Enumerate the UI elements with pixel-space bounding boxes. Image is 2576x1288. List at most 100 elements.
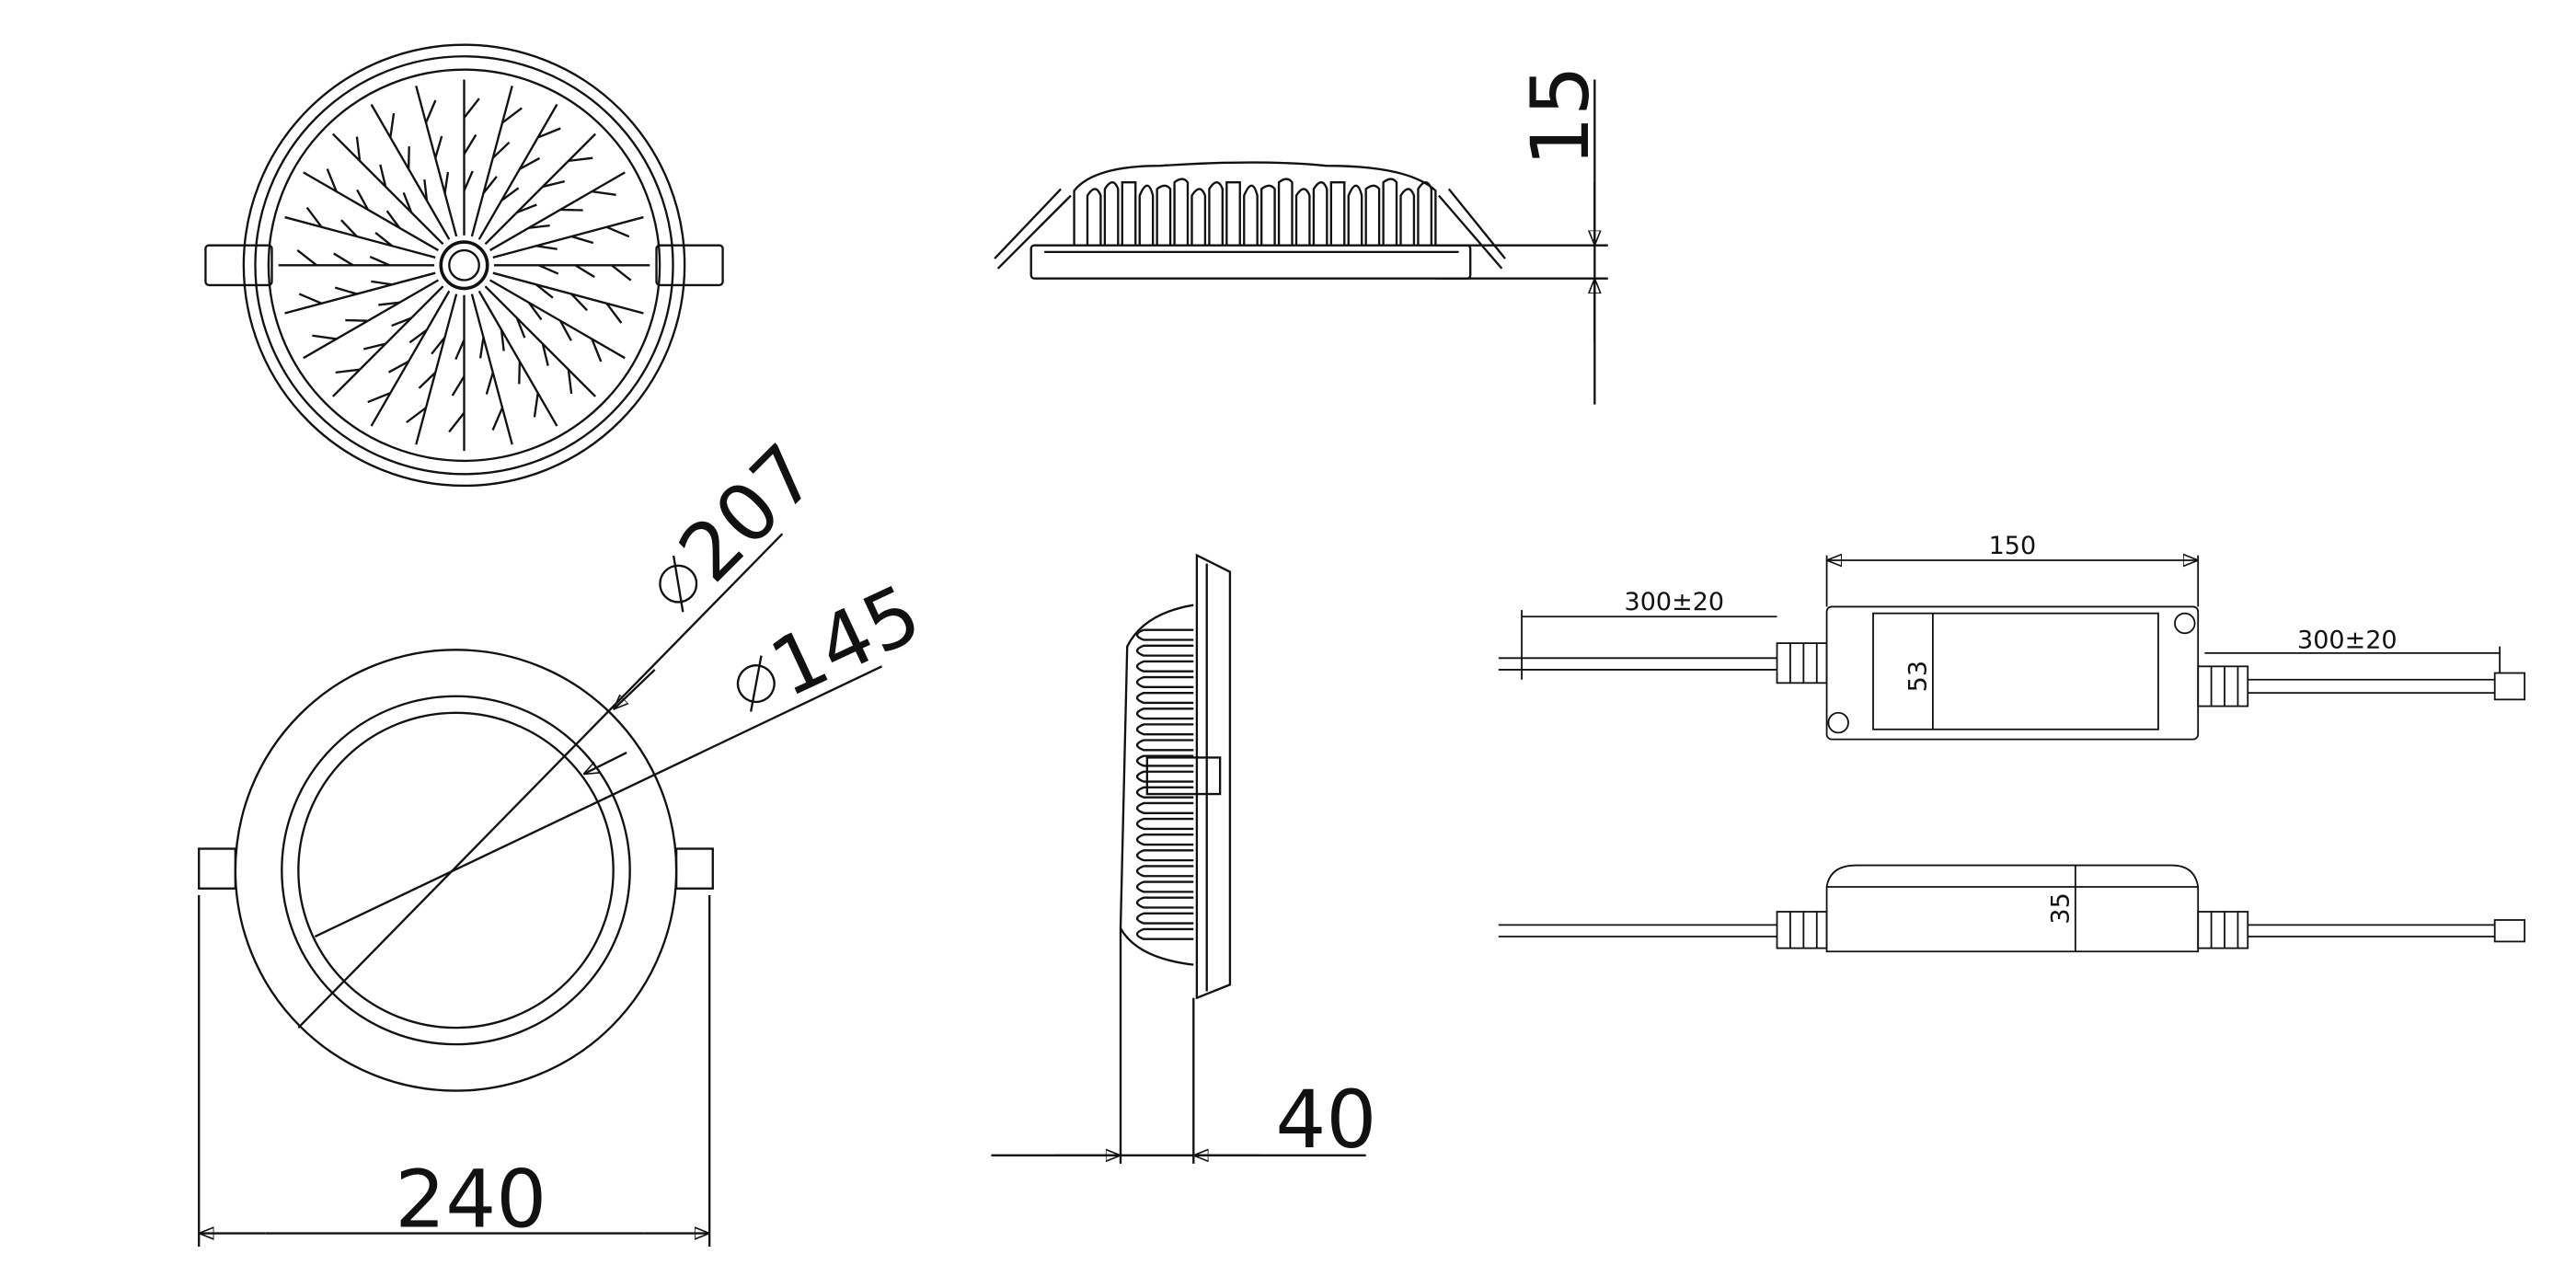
fin-hatch bbox=[491, 141, 511, 159]
vertical-fin bbox=[1135, 644, 1194, 657]
fin-line bbox=[489, 171, 626, 252]
vertical-fin bbox=[1135, 770, 1194, 783]
fin-hatch bbox=[559, 320, 572, 341]
fin-hatch bbox=[501, 107, 523, 124]
fin-line bbox=[477, 290, 558, 427]
height-label: 15 bbox=[1515, 65, 1607, 167]
fin-hatch bbox=[500, 329, 505, 351]
fin-hatch bbox=[537, 127, 561, 139]
fin-line bbox=[303, 279, 440, 360]
vertical-fin bbox=[1135, 912, 1194, 925]
fin-hatch bbox=[385, 210, 401, 229]
vertical-fin bbox=[1135, 739, 1194, 752]
fin-line bbox=[370, 103, 451, 240]
fin-hatch bbox=[448, 411, 466, 433]
vertical-fin bbox=[1135, 865, 1194, 878]
fin-hatch bbox=[407, 146, 410, 169]
vertical-fin bbox=[1135, 817, 1194, 831]
side-fin bbox=[1399, 188, 1416, 246]
fin-hatch bbox=[443, 171, 450, 194]
fin-hatch bbox=[591, 339, 603, 362]
vertical-fin bbox=[1135, 849, 1194, 862]
fin-hatch bbox=[542, 179, 566, 189]
fin-hatch bbox=[533, 393, 539, 418]
fin-line bbox=[484, 285, 597, 397]
spring-clip-right bbox=[655, 244, 724, 287]
fin-hatch bbox=[518, 361, 522, 385]
side-fin bbox=[1364, 184, 1381, 246]
fin-hatch bbox=[463, 133, 477, 155]
fin-hatch bbox=[611, 264, 632, 282]
fin-hatch bbox=[371, 280, 393, 286]
fin-line bbox=[370, 290, 451, 427]
fin-hatch bbox=[454, 339, 466, 361]
side-fin bbox=[1225, 181, 1241, 246]
side-fin bbox=[1329, 181, 1346, 246]
fin-hatch bbox=[345, 318, 368, 322]
vertical-fin bbox=[1135, 660, 1194, 673]
fin-hatch bbox=[374, 231, 393, 247]
side-fin bbox=[1294, 188, 1311, 246]
input-cable-label: 300±20 bbox=[1625, 588, 1725, 616]
driver-side-view bbox=[1498, 864, 2526, 953]
outer-diameter-label: 207 bbox=[659, 428, 834, 613]
vertical-fin bbox=[1135, 754, 1194, 767]
fin-hatch bbox=[463, 98, 480, 119]
fin-hatch bbox=[560, 208, 583, 212]
fin-line bbox=[331, 132, 444, 246]
vertical-fin bbox=[1135, 927, 1194, 940]
vertical-fin bbox=[1135, 880, 1194, 893]
vertical-fin bbox=[1135, 801, 1194, 814]
fin-line bbox=[470, 293, 513, 445]
fin-hatch bbox=[389, 112, 396, 138]
fin-hatch bbox=[340, 219, 358, 237]
side-fin bbox=[1243, 184, 1259, 246]
fin-hatch bbox=[528, 224, 550, 229]
fin-hatch bbox=[463, 170, 474, 191]
fin-hatch bbox=[485, 372, 494, 395]
fin-hatch bbox=[516, 203, 537, 214]
fin-hatch bbox=[592, 190, 616, 196]
vertical-fin bbox=[1135, 834, 1194, 846]
fin-hatch bbox=[334, 286, 358, 295]
fin-hatch bbox=[482, 176, 498, 194]
fin-hatch bbox=[519, 156, 541, 170]
side-fin bbox=[1138, 184, 1155, 246]
fin-line bbox=[492, 271, 644, 315]
side-fin bbox=[1312, 181, 1328, 246]
side-fin bbox=[1277, 178, 1294, 246]
top-view-heatsink bbox=[204, 43, 724, 488]
fin-hatch bbox=[570, 293, 588, 312]
fin-line bbox=[492, 215, 644, 259]
fin-hatch bbox=[431, 336, 446, 355]
vertical-side-view bbox=[991, 553, 1366, 1164]
side-fin bbox=[1382, 178, 1398, 246]
fin-hatch bbox=[367, 392, 391, 404]
fin-hatch bbox=[527, 302, 543, 321]
fin-hatch bbox=[362, 342, 386, 351]
fin-hatch bbox=[355, 136, 362, 162]
fin-line bbox=[484, 132, 597, 246]
fin-line bbox=[415, 293, 458, 445]
side-fin bbox=[1121, 181, 1137, 246]
fin-hatch bbox=[478, 337, 485, 359]
fin-hatch bbox=[391, 316, 412, 328]
fin-hatch bbox=[570, 235, 594, 245]
fin-hatch bbox=[418, 372, 437, 389]
fin-hatch bbox=[335, 368, 361, 374]
fin-line bbox=[284, 271, 436, 315]
side-clip bbox=[1145, 756, 1222, 796]
fin-hatch bbox=[406, 407, 427, 424]
fin-hatch bbox=[305, 206, 323, 228]
fin-hatch bbox=[568, 156, 593, 163]
depth-label: 40 bbox=[1275, 1075, 1376, 1167]
side-fin bbox=[1156, 184, 1172, 246]
fin-hatch bbox=[296, 249, 317, 267]
vertical-fin bbox=[1135, 675, 1194, 689]
fin-line bbox=[284, 215, 436, 259]
fin-hatch bbox=[491, 407, 504, 431]
vertical-fin bbox=[1135, 691, 1194, 705]
cutout-diameter-value: 145 bbox=[757, 568, 934, 715]
fin-hatch bbox=[369, 255, 390, 267]
